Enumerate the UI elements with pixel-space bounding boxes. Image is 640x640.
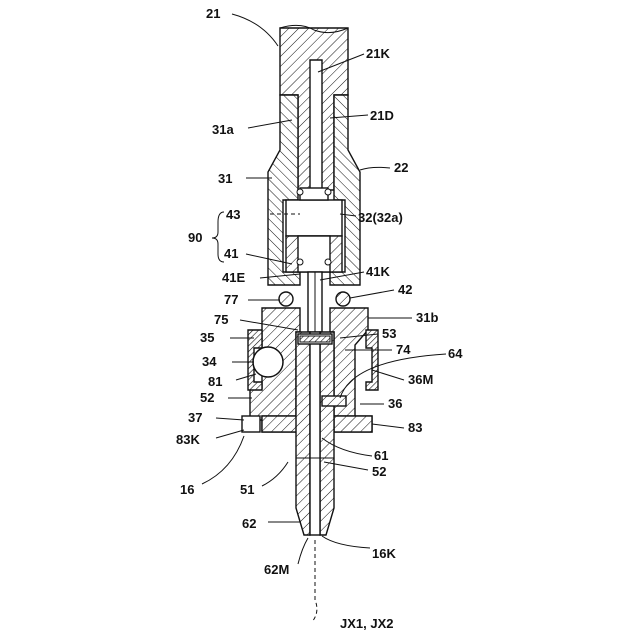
label-21D: 21D bbox=[370, 108, 394, 123]
label-41K: 41K bbox=[366, 264, 390, 279]
label-37: 37 bbox=[188, 410, 202, 425]
label-51: 51 bbox=[240, 482, 254, 497]
label-16K: 16K bbox=[372, 546, 396, 561]
label-36M: 36M bbox=[408, 372, 433, 387]
label-41E: 41E bbox=[222, 270, 245, 285]
label-35: 35 bbox=[200, 330, 214, 345]
label-16: 16 bbox=[180, 482, 194, 497]
label-81: 81 bbox=[208, 374, 222, 389]
label-21: 21 bbox=[206, 6, 220, 21]
ball-34 bbox=[253, 347, 283, 377]
label-62M: 62M bbox=[264, 562, 289, 577]
label-34: 34 bbox=[202, 354, 217, 369]
label-31: 31 bbox=[218, 171, 232, 186]
label-53: 53 bbox=[382, 326, 396, 341]
label-77: 77 bbox=[224, 292, 238, 307]
label-22: 22 bbox=[394, 160, 408, 175]
label-31a: 31a bbox=[212, 122, 234, 137]
label-31b: 31b bbox=[416, 310, 438, 325]
label-21K: 21K bbox=[366, 46, 390, 61]
label-42: 42 bbox=[398, 282, 412, 297]
label-43: 43 bbox=[226, 207, 240, 222]
label-61: 61 bbox=[374, 448, 388, 463]
label-74: 74 bbox=[396, 342, 411, 357]
label-75: 75 bbox=[214, 312, 228, 327]
label-JX: JX1, JX2 bbox=[340, 616, 394, 631]
label-32: 32(32a) bbox=[358, 210, 403, 225]
label-36: 36 bbox=[388, 396, 402, 411]
label-83K: 83K bbox=[176, 432, 200, 447]
label-52-left: 52 bbox=[200, 390, 214, 405]
label-52-right: 52 bbox=[372, 464, 386, 479]
label-83: 83 bbox=[408, 420, 422, 435]
label-62: 62 bbox=[242, 516, 256, 531]
label-90: 90 bbox=[188, 230, 202, 245]
core-32 bbox=[286, 188, 342, 272]
stem-41 bbox=[308, 272, 322, 332]
bracket-90 bbox=[212, 212, 224, 262]
label-64: 64 bbox=[448, 346, 463, 361]
label-41: 41 bbox=[224, 246, 238, 261]
